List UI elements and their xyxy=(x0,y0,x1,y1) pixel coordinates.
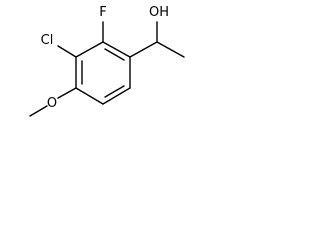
ring-double-bond-inner-3 xyxy=(104,85,125,98)
structure-diagram: F Cl O OH xyxy=(0,0,222,137)
bond-chlorine xyxy=(57,45,77,58)
ring-bond-c6-c1 xyxy=(102,41,131,58)
atom-label-oxygen: O xyxy=(47,96,57,111)
ring-bond-c1-c2 xyxy=(75,41,104,58)
atom-label-fluorine: F xyxy=(99,5,106,20)
ring-bond-c3-c4 xyxy=(75,87,104,105)
ring-double-bond-inner-1 xyxy=(104,48,125,61)
bond-side-chain xyxy=(129,41,158,58)
bond-terminal-methyl xyxy=(156,41,185,58)
bond-methoxy-methyl xyxy=(29,105,48,117)
atom-label-hydroxyl: OH xyxy=(149,5,169,20)
bond-methoxy-oxygen xyxy=(57,87,77,99)
atom-label-chlorine: Cl xyxy=(41,33,54,48)
ring-bond-c4-c5 xyxy=(102,87,131,105)
molecule-drawing: F Cl O OH xyxy=(29,5,185,117)
